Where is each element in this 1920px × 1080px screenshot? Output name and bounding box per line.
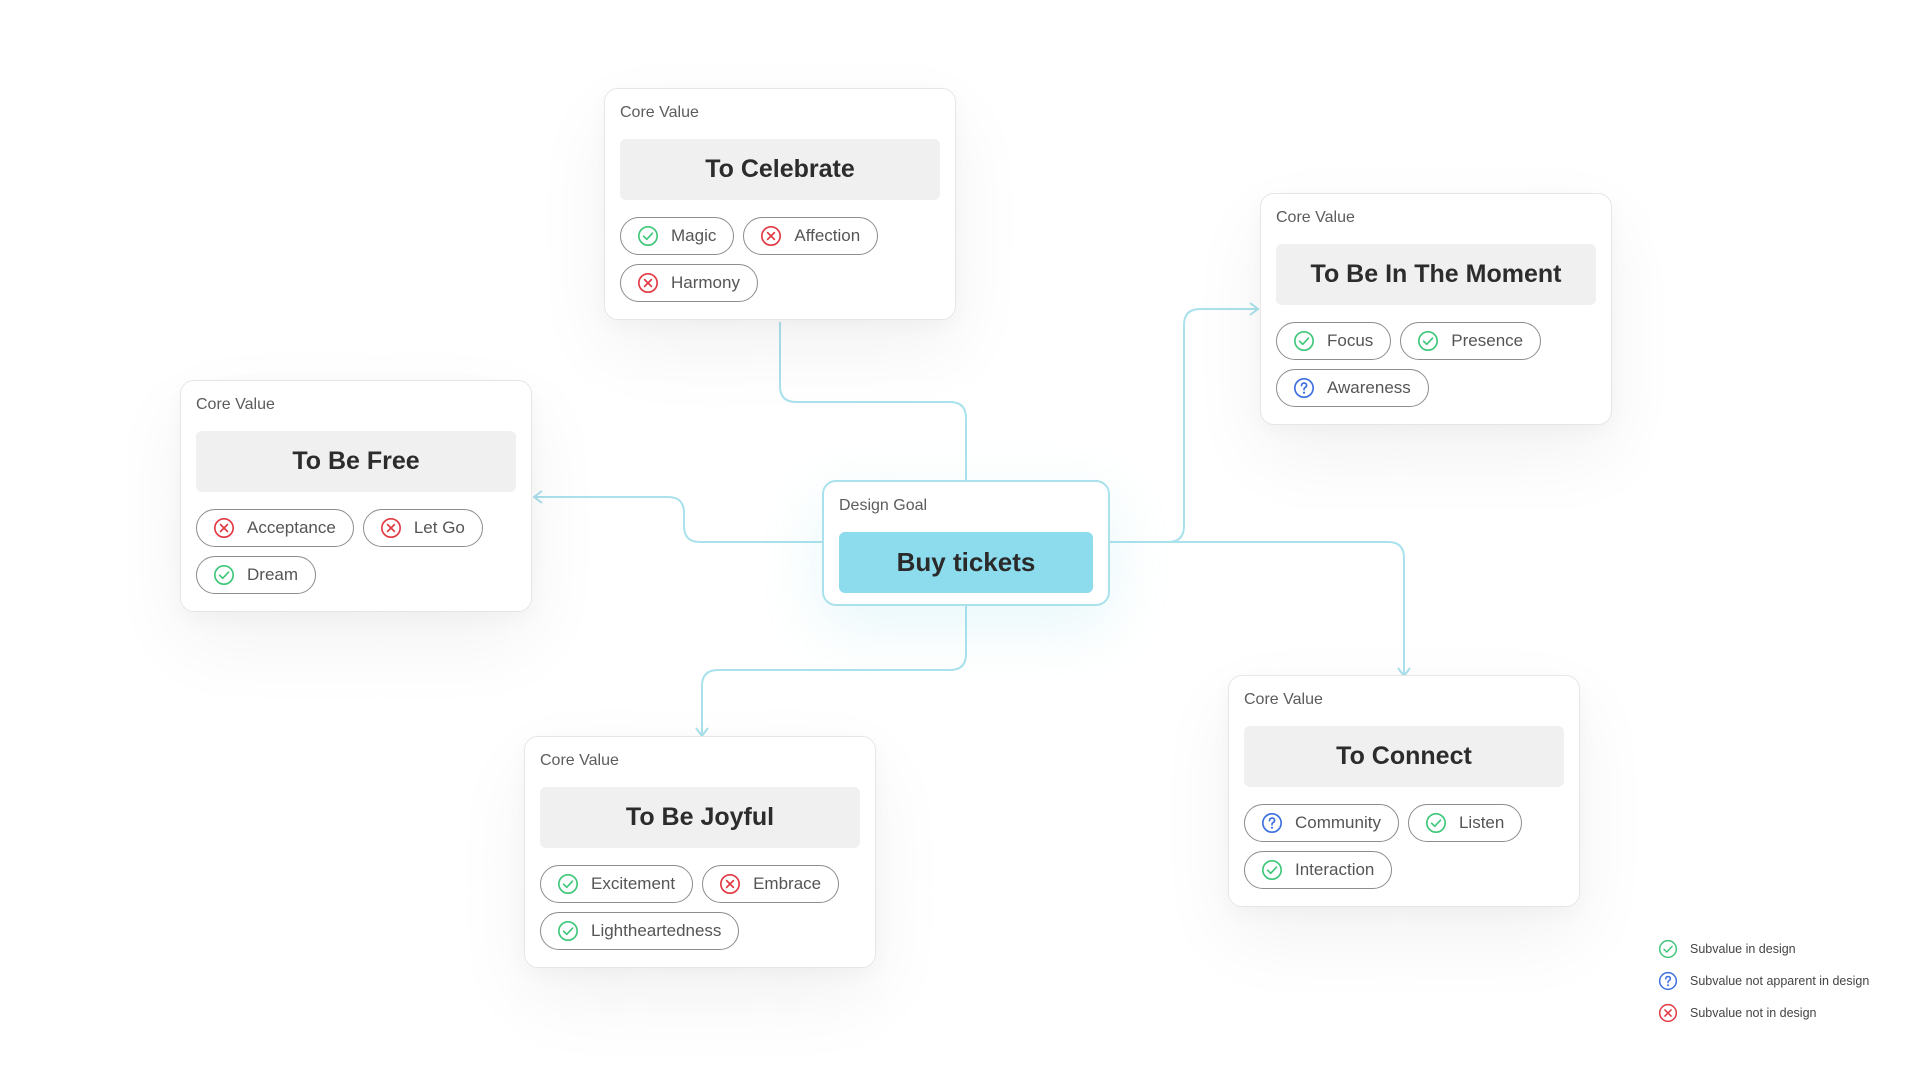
subvalue-label: Acceptance bbox=[247, 518, 336, 537]
subvalue-label: Let Go bbox=[413, 518, 465, 537]
subvalue-chip[interactable]: Community bbox=[1244, 804, 1399, 842]
subvalue-label: Harmony bbox=[671, 273, 740, 292]
x-circle-icon bbox=[637, 272, 659, 294]
subvalue-chip[interactable]: Excitement bbox=[540, 865, 694, 903]
x-circle-icon bbox=[760, 225, 782, 247]
subvalue-chip[interactable]: Awareness bbox=[1276, 369, 1429, 407]
core-value-title: To Be Free bbox=[196, 431, 516, 492]
card-label: Design Goal bbox=[839, 497, 928, 514]
legend-item: Subvalue not apparent in design bbox=[1658, 970, 1908, 992]
subvalue-label: Presence bbox=[1451, 331, 1524, 350]
subvalue-label: Magic bbox=[671, 226, 717, 245]
subvalue-label: Embrace bbox=[753, 874, 822, 893]
subvalue-label: Focus bbox=[1327, 331, 1374, 350]
legend-label: Subvalue not in design bbox=[1690, 1006, 1817, 1020]
core-value-title: To Be In The Moment bbox=[1276, 244, 1596, 305]
core-value-title: To Connect bbox=[1244, 726, 1564, 787]
subvalue-chip[interactable]: Affection bbox=[743, 217, 879, 255]
subvalue-label: Excitement bbox=[591, 874, 676, 893]
check-circle-icon bbox=[1417, 330, 1439, 352]
subvalue-chip[interactable]: Focus bbox=[1276, 322, 1392, 360]
subvalue-label: Lightheartedness bbox=[591, 921, 722, 940]
subvalue-list: Acceptance Let Go Dream bbox=[196, 509, 516, 594]
subvalue-label: Dream bbox=[247, 565, 299, 584]
check-circle-icon bbox=[1261, 859, 1283, 881]
subvalue-chip[interactable]: Lightheartedness bbox=[540, 912, 740, 950]
x-circle-icon bbox=[1658, 1003, 1678, 1023]
core-value-title: To Celebrate bbox=[620, 139, 940, 200]
check-circle-icon bbox=[1293, 330, 1315, 352]
check-circle-icon bbox=[557, 920, 579, 942]
subvalue-label: Listen bbox=[1458, 813, 1505, 832]
connector-joyful bbox=[701, 606, 967, 736]
question-circle-icon bbox=[1658, 971, 1678, 991]
subvalue-chip[interactable]: Listen bbox=[1407, 804, 1523, 842]
subvalue-chip[interactable]: Harmony bbox=[620, 264, 758, 302]
legend-item: Subvalue not in design bbox=[1658, 1002, 1908, 1024]
legend-item: Subvalue in design bbox=[1658, 938, 1908, 960]
check-circle-icon bbox=[1658, 939, 1678, 959]
subvalue-chip[interactable]: Acceptance bbox=[196, 509, 354, 547]
question-circle-icon bbox=[1261, 812, 1283, 834]
x-circle-icon bbox=[719, 873, 741, 895]
card-label: Core Value bbox=[1244, 691, 1323, 708]
card-label: Core Value bbox=[196, 396, 275, 413]
arrow-free bbox=[532, 490, 543, 504]
check-circle-icon bbox=[557, 873, 579, 895]
subvalue-chip[interactable]: Presence bbox=[1400, 322, 1542, 360]
question-circle-icon bbox=[1293, 377, 1315, 399]
x-circle-icon bbox=[213, 517, 235, 539]
subvalue-label: Affection bbox=[794, 226, 861, 245]
legend-label: Subvalue not apparent in design bbox=[1690, 974, 1870, 988]
subvalue-label: Community bbox=[1295, 813, 1381, 832]
check-circle-icon bbox=[1425, 812, 1447, 834]
core-value-title: To Be Joyful bbox=[540, 787, 860, 848]
subvalue-chip[interactable]: Embrace bbox=[702, 865, 840, 903]
card-label: Core Value bbox=[1276, 209, 1355, 226]
connector-connect bbox=[1110, 541, 1405, 676]
card-label: Core Value bbox=[540, 752, 619, 769]
check-circle-icon bbox=[637, 225, 659, 247]
legend-label: Subvalue in design bbox=[1690, 942, 1796, 956]
connector-moment bbox=[1110, 308, 1258, 543]
subvalue-chip[interactable]: Interaction bbox=[1244, 851, 1393, 889]
check-circle-icon bbox=[213, 564, 235, 586]
connector-free bbox=[534, 496, 822, 543]
x-circle-icon bbox=[380, 517, 402, 539]
goal-title: Buy tickets bbox=[839, 532, 1093, 593]
design-goal-card[interactable]: Design Goal Buy tickets bbox=[822, 480, 1110, 606]
subvalue-chip[interactable]: Magic bbox=[620, 217, 735, 255]
arrow-joyful bbox=[695, 727, 709, 738]
connector-celebrate bbox=[779, 322, 967, 480]
subvalue-label: Awareness bbox=[1327, 378, 1411, 397]
subvalue-chip[interactable]: Dream bbox=[196, 556, 317, 594]
subvalue-label: Interaction bbox=[1295, 860, 1375, 879]
subvalue-chip[interactable]: Let Go bbox=[362, 509, 483, 547]
card-label: Core Value bbox=[620, 104, 699, 121]
arrow-moment bbox=[1249, 302, 1260, 316]
